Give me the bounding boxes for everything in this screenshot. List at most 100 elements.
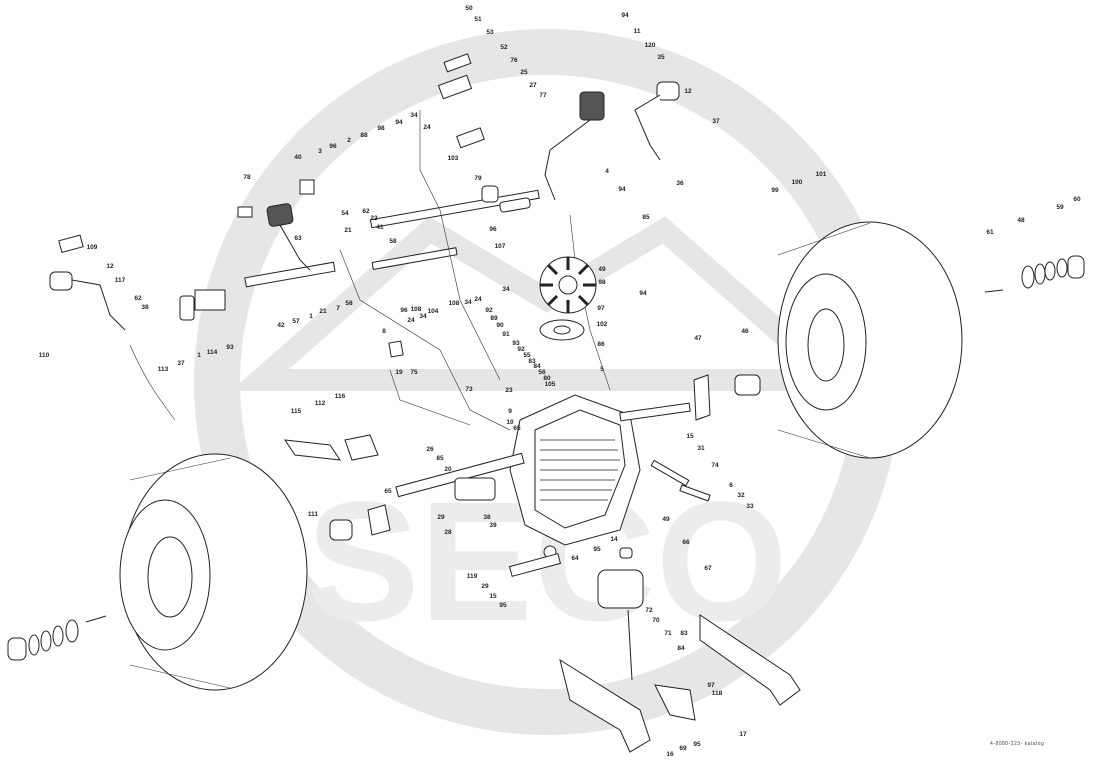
fan-and-pulley bbox=[539, 256, 597, 341]
tank-and-brackets bbox=[559, 374, 801, 753]
part-label-37: 37 bbox=[177, 360, 185, 367]
right-hub-washers bbox=[984, 255, 1085, 293]
part-label-92: 92 bbox=[485, 307, 493, 314]
part-label-75: 75 bbox=[410, 369, 418, 376]
part-label-3: 3 bbox=[318, 148, 322, 155]
part-label-47: 47 bbox=[694, 335, 702, 342]
part-label-27: 27 bbox=[529, 82, 537, 89]
part-label-98: 98 bbox=[598, 279, 606, 286]
part-label-114: 114 bbox=[207, 349, 218, 356]
part-label-1: 1 bbox=[197, 352, 201, 359]
part-label-62: 62 bbox=[134, 295, 142, 302]
part-label-72: 72 bbox=[645, 607, 653, 614]
part-label-50: 50 bbox=[465, 5, 473, 12]
part-label-95: 95 bbox=[593, 546, 601, 553]
part-label-28: 28 bbox=[444, 529, 452, 536]
part-label-102: 102 bbox=[597, 321, 608, 328]
part-label-77: 77 bbox=[539, 92, 547, 99]
part-label-55: 55 bbox=[523, 352, 531, 359]
part-label-21: 21 bbox=[344, 227, 352, 234]
part-label-95: 95 bbox=[693, 741, 701, 748]
part-label-118: 118 bbox=[712, 690, 723, 697]
part-label-96: 96 bbox=[329, 143, 337, 150]
part-label-25: 25 bbox=[520, 69, 528, 76]
part-label-58: 58 bbox=[345, 300, 353, 307]
small-parts bbox=[58, 53, 711, 577]
part-label-1: 1 bbox=[309, 313, 313, 320]
part-label-35: 35 bbox=[657, 54, 665, 61]
part-label-24: 24 bbox=[423, 124, 431, 131]
part-label-24: 24 bbox=[474, 296, 482, 303]
part-label-93: 93 bbox=[512, 340, 520, 347]
part-label-117: 117 bbox=[115, 277, 126, 284]
part-label-38: 38 bbox=[141, 304, 149, 311]
part-label-12: 12 bbox=[684, 88, 692, 95]
part-label-93: 93 bbox=[226, 344, 234, 351]
part-label-115: 115 bbox=[291, 408, 302, 415]
part-label-6: 6 bbox=[729, 482, 733, 489]
part-label-49: 49 bbox=[662, 516, 670, 523]
part-label-107: 107 bbox=[495, 243, 506, 250]
part-label-12: 12 bbox=[106, 263, 114, 270]
part-label-111: 111 bbox=[308, 511, 319, 518]
part-label-85: 85 bbox=[436, 455, 444, 462]
part-label-97: 97 bbox=[707, 682, 715, 689]
part-label-11: 11 bbox=[634, 28, 641, 35]
part-label-85: 85 bbox=[642, 214, 650, 221]
part-label-2: 2 bbox=[347, 137, 351, 144]
part-label-66: 66 bbox=[682, 539, 690, 546]
part-label-65: 65 bbox=[384, 488, 392, 495]
part-label-109: 109 bbox=[87, 244, 98, 251]
part-label-108: 108 bbox=[411, 306, 422, 313]
part-label-90: 90 bbox=[496, 322, 504, 329]
part-label-24: 24 bbox=[407, 317, 415, 324]
part-label-83: 83 bbox=[528, 358, 536, 365]
part-label-79: 79 bbox=[474, 175, 482, 182]
part-label-119: 119 bbox=[467, 573, 478, 580]
part-label-113: 113 bbox=[158, 366, 169, 373]
part-label-83: 83 bbox=[680, 630, 688, 637]
part-label-49: 49 bbox=[598, 266, 606, 273]
part-label-15: 15 bbox=[489, 593, 497, 600]
part-label-100: 100 bbox=[792, 179, 803, 186]
part-label-38: 38 bbox=[483, 514, 491, 521]
part-label-91: 91 bbox=[502, 331, 510, 338]
part-label-15: 15 bbox=[686, 433, 694, 440]
part-label-57: 57 bbox=[292, 318, 300, 325]
part-label-76: 76 bbox=[510, 57, 518, 64]
part-label-63: 63 bbox=[294, 235, 302, 242]
part-label-94: 94 bbox=[621, 12, 629, 19]
part-label-96: 96 bbox=[489, 226, 497, 233]
part-label-58: 58 bbox=[389, 238, 397, 245]
part-label-105: 105 bbox=[545, 381, 556, 388]
part-label-94: 94 bbox=[395, 119, 403, 126]
part-label-84: 84 bbox=[533, 363, 541, 370]
part-label-40: 40 bbox=[294, 154, 302, 161]
part-label-104: 104 bbox=[428, 308, 439, 315]
part-label-5: 5 bbox=[600, 366, 604, 373]
part-label-60: 60 bbox=[1073, 196, 1081, 203]
axles bbox=[395, 402, 691, 501]
part-label-95: 95 bbox=[499, 602, 507, 609]
part-label-51: 51 bbox=[474, 16, 482, 23]
left-rear-tire bbox=[119, 453, 308, 691]
part-label-32: 32 bbox=[737, 492, 745, 499]
part-label-62: 62 bbox=[362, 208, 370, 215]
part-label-16: 16 bbox=[666, 751, 674, 758]
part-label-92: 92 bbox=[517, 346, 525, 353]
part-label-41: 41 bbox=[376, 224, 384, 231]
part-label-54: 54 bbox=[341, 210, 349, 217]
part-label-21: 21 bbox=[319, 308, 327, 315]
part-number-labels: 5051535276252777941112035123736494859910… bbox=[39, 5, 1081, 758]
part-label-59: 59 bbox=[1056, 204, 1064, 211]
part-label-110: 110 bbox=[39, 352, 50, 359]
part-label-20: 20 bbox=[444, 466, 452, 473]
part-label-39: 39 bbox=[489, 522, 497, 529]
part-label-26: 26 bbox=[426, 446, 434, 453]
part-label-34: 34 bbox=[419, 313, 427, 320]
part-label-36: 36 bbox=[676, 180, 684, 187]
part-label-96: 96 bbox=[400, 307, 408, 314]
part-label-98: 98 bbox=[377, 125, 385, 132]
part-label-7: 7 bbox=[336, 305, 340, 312]
